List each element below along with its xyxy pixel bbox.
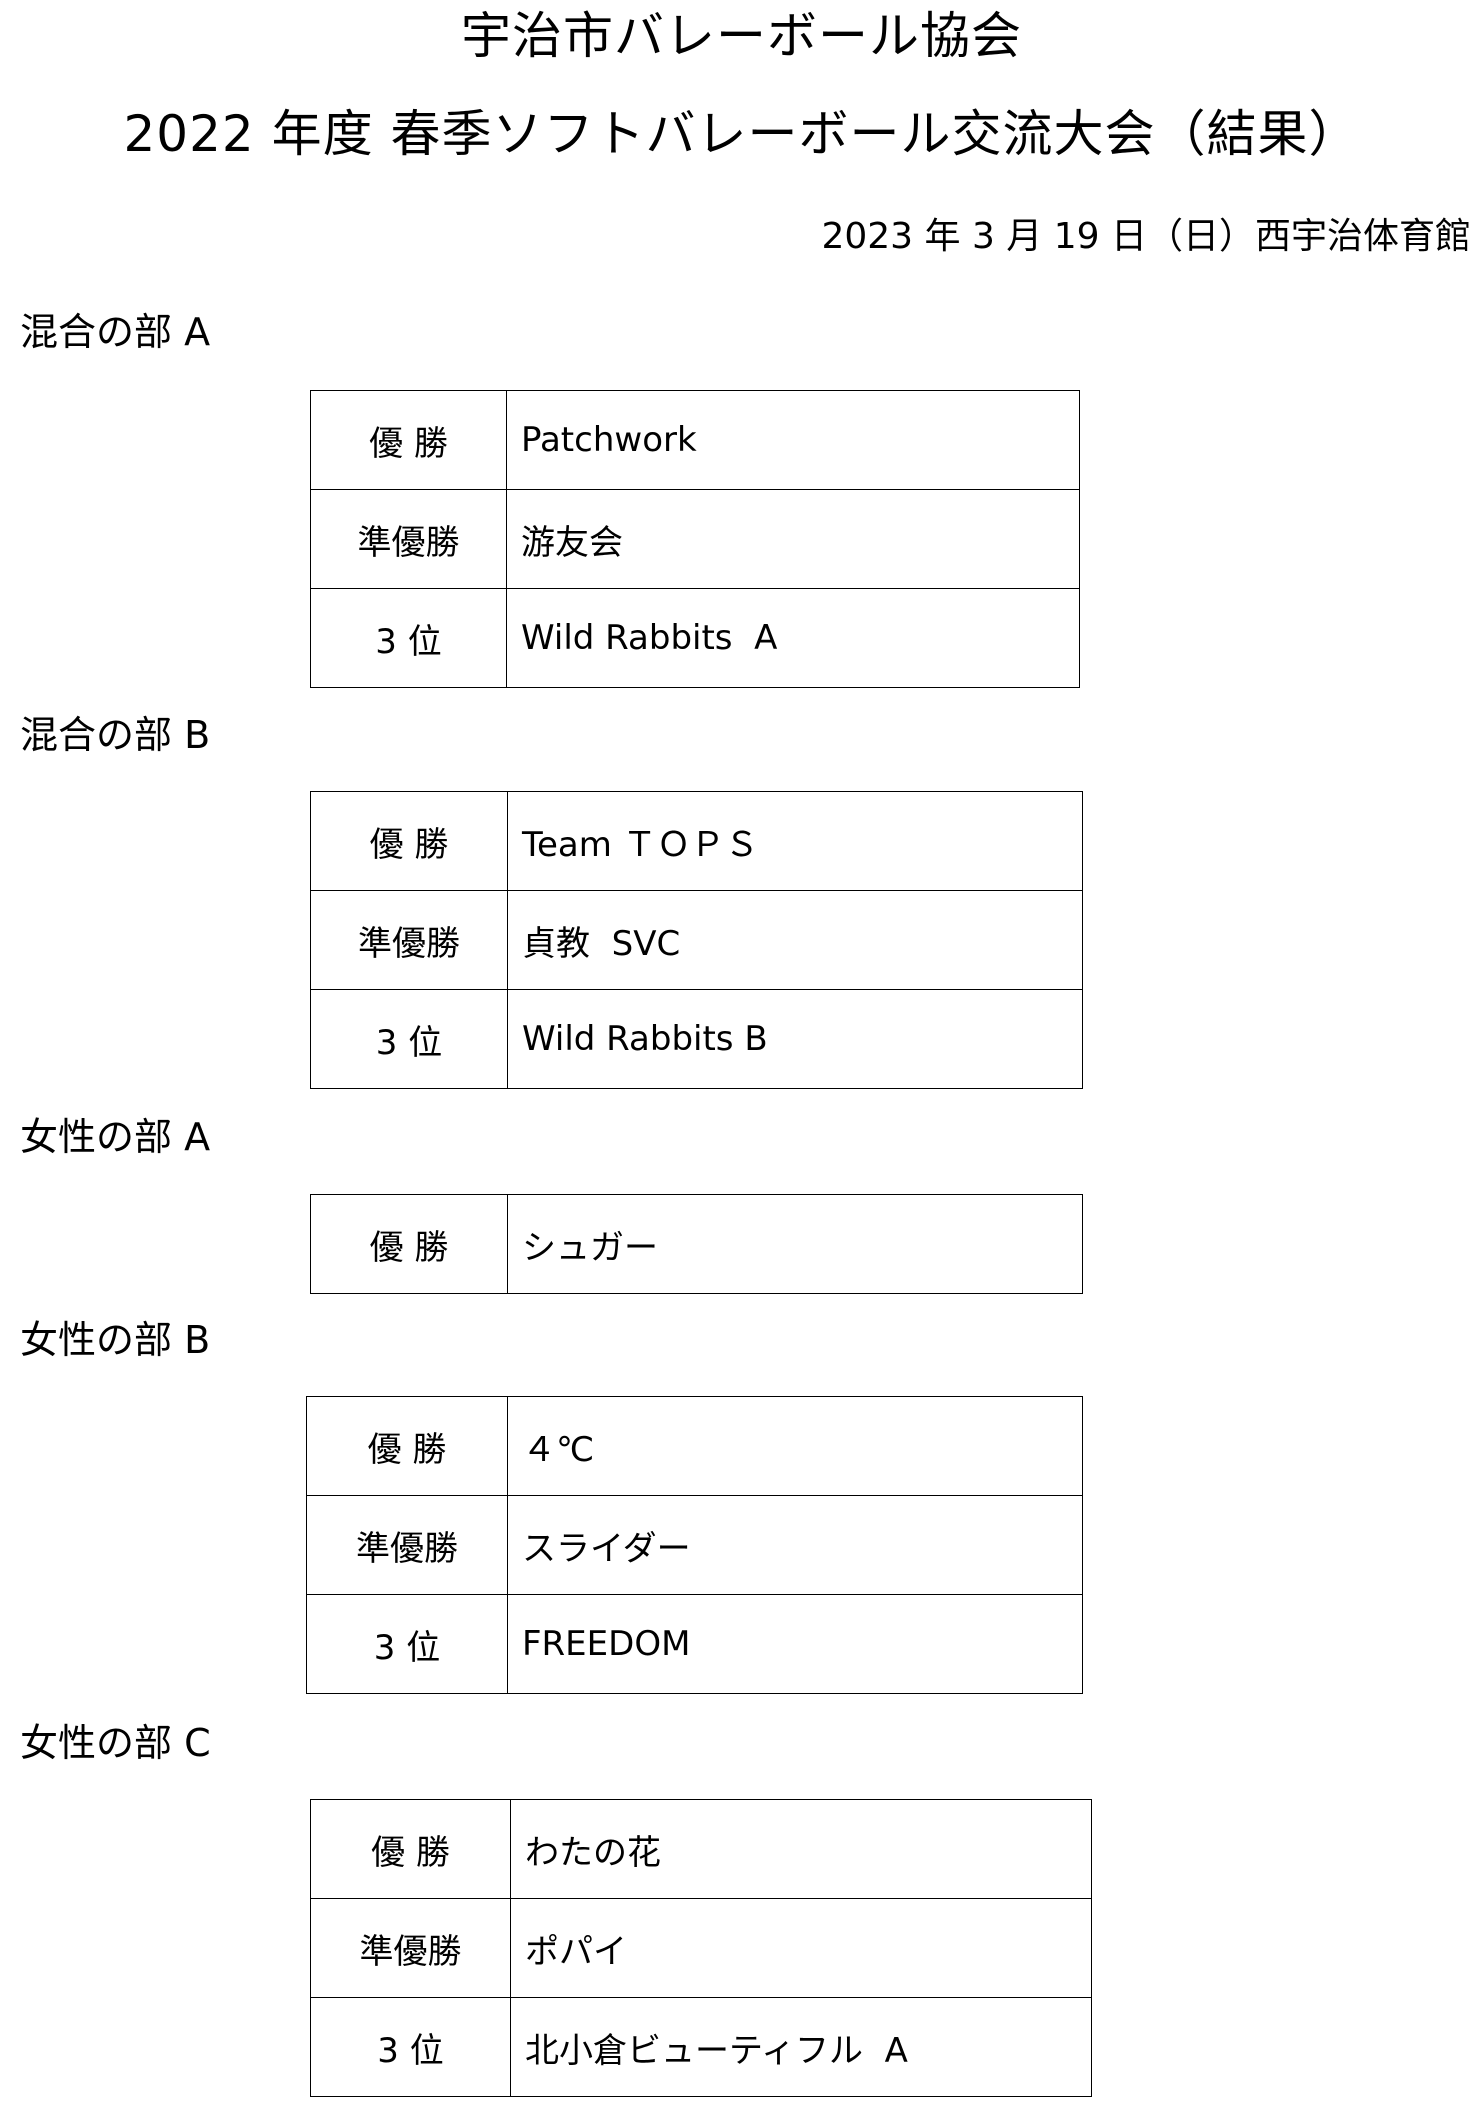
organization-name: 宇治市バレーボール協会 (461, 7, 1022, 65)
section-title-mixed-a: 混合の部 A (20, 310, 211, 354)
table-row: 準優勝 貞教 SVC (310, 890, 1083, 990)
table-row: 優 勝 Patchwork (310, 390, 1080, 490)
results-table-women-c: 優 勝 わたの花 準優勝 ポパイ 3 位 北小倉ビューティフル A (310, 1799, 1092, 2097)
rank-cell: 3 位 (306, 1594, 508, 1694)
team-cell: ポパイ (510, 1898, 1092, 1998)
section-title-women-b: 女性の部 B (20, 1318, 211, 1362)
table-row: 3 位 Wild Rabbits A (310, 588, 1080, 688)
team-cell: Wild Rabbits A (506, 588, 1080, 688)
rank-cell: 3 位 (310, 1997, 511, 2097)
team-cell: FREEDOM (507, 1594, 1083, 1694)
rank-cell: 準優勝 (310, 489, 507, 589)
section-title-mixed-b: 混合の部 B (20, 713, 211, 757)
results-table-women-a: 優 勝 シュガー (310, 1194, 1083, 1294)
table-row: 準優勝 スライダー (306, 1495, 1083, 1595)
team-cell: Team ＴＯＰＳ (507, 791, 1083, 891)
section-title-women-c: 女性の部 C (20, 1721, 211, 1765)
team-cell: 游友会 (506, 489, 1080, 589)
rank-cell: 準優勝 (310, 890, 508, 990)
team-cell: 北小倉ビューティフル A (510, 1997, 1092, 2097)
table-row: 優 勝 わたの花 (310, 1799, 1092, 1899)
date-venue: 2023 年 3 月 19 日（日）西宇治体育館 (821, 216, 1471, 257)
table-row: 3 位 北小倉ビューティフル A (310, 1997, 1092, 2097)
rank-cell: 優 勝 (310, 1799, 511, 1899)
team-cell: 貞教 SVC (507, 890, 1083, 990)
rank-cell: 優 勝 (310, 390, 507, 490)
team-cell: スライダー (507, 1495, 1083, 1595)
rank-cell: 3 位 (310, 989, 508, 1089)
results-table-mixed-b: 優 勝 Team ＴＯＰＳ 準優勝 貞教 SVC 3 位 Wild Rabbit… (310, 791, 1083, 1089)
team-cell: Wild Rabbits B (507, 989, 1083, 1089)
table-row: 優 勝 シュガー (310, 1194, 1083, 1294)
rank-cell: 3 位 (310, 588, 507, 688)
rank-cell: 優 勝 (310, 791, 508, 891)
team-cell: わたの花 (510, 1799, 1092, 1899)
results-table-women-b: 優 勝 ４℃ 準優勝 スライダー 3 位 FREEDOM (306, 1396, 1083, 1694)
table-row: 3 位 FREEDOM (306, 1594, 1083, 1694)
rank-cell: 優 勝 (310, 1194, 508, 1294)
team-cell: Patchwork (506, 390, 1080, 490)
rank-cell: 準優勝 (306, 1495, 508, 1595)
table-row: 優 勝 ４℃ (306, 1396, 1083, 1496)
section-title-women-a: 女性の部 A (20, 1115, 211, 1159)
table-row: 準優勝 游友会 (310, 489, 1080, 589)
rank-cell: 優 勝 (306, 1396, 508, 1496)
table-row: 優 勝 Team ＴＯＰＳ (310, 791, 1083, 891)
page-title: 2022 年度 春季ソフトバレーボール交流大会（結果） (123, 105, 1360, 163)
rank-cell: 準優勝 (310, 1898, 511, 1998)
results-table-mixed-a: 優 勝 Patchwork 準優勝 游友会 3 位 Wild Rabbits A (310, 390, 1080, 688)
team-cell: ４℃ (507, 1396, 1083, 1496)
table-row: 3 位 Wild Rabbits B (310, 989, 1083, 1089)
team-cell: シュガー (507, 1194, 1083, 1294)
table-row: 準優勝 ポパイ (310, 1898, 1092, 1998)
